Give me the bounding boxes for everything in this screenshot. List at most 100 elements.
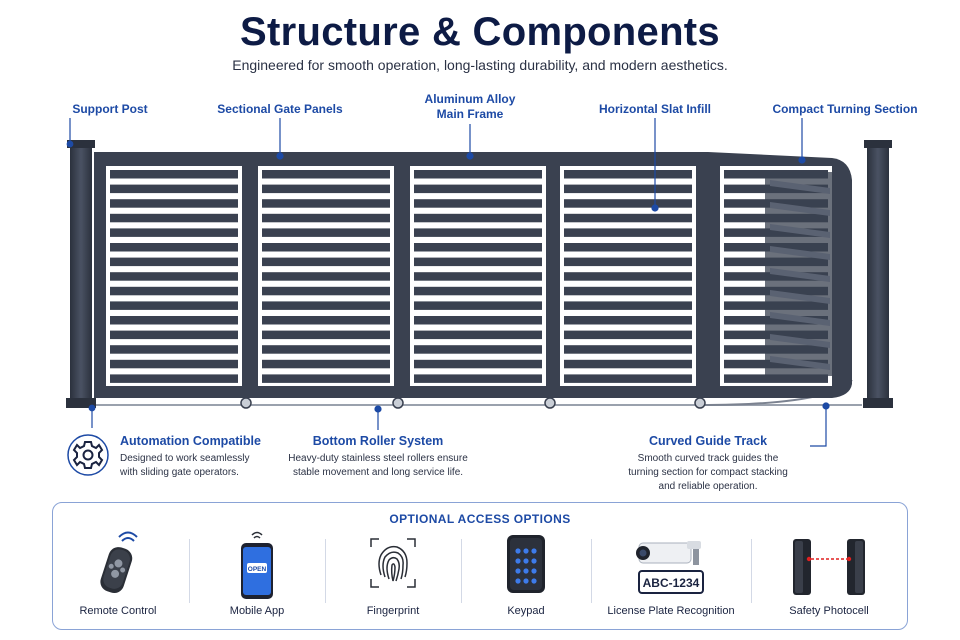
horizontal-slat — [564, 301, 692, 310]
horizontal-slat — [262, 286, 390, 296]
roller-wheel — [544, 397, 556, 409]
turning-slat-angled — [770, 202, 830, 216]
horizontal-slat — [414, 213, 542, 223]
option-divider — [751, 539, 752, 603]
keypad-key — [515, 568, 521, 574]
horizontal-slat — [110, 301, 238, 310]
horizontal-slat — [110, 184, 238, 194]
horizontal-slat — [414, 316, 542, 325]
turning-leader-dot — [798, 156, 806, 164]
option-keypad-label: Keypad — [507, 605, 545, 617]
horizontal-slat — [110, 374, 238, 383]
horizontal-slat — [564, 213, 692, 223]
horizontal-slat — [564, 184, 692, 194]
page-title: Structure & Components — [240, 10, 720, 54]
feature-automation-line2: with sliding gate operators. — [120, 467, 239, 478]
slat-leader-dot — [651, 204, 659, 212]
access-options-title: OPTIONAL ACCESS OPTIONS — [389, 512, 571, 526]
frame-leader-dot — [466, 152, 474, 160]
turning-slat-angled — [770, 334, 830, 348]
bottom-rollers — [240, 397, 706, 409]
horizontal-slat — [262, 345, 390, 354]
horizontal-slat — [110, 228, 238, 237]
page-subtitle: Engineered for smooth operation, long-la… — [232, 57, 728, 73]
option-keypad[interactable]: Keypad — [461, 503, 591, 631]
horizontal-slat — [110, 199, 238, 208]
mobile-app-icon: OPEN — [241, 531, 273, 599]
callout-main-frame-line1: Aluminum Alloy — [424, 92, 516, 106]
remote-control-icon — [100, 531, 138, 594]
horizontal-slat — [414, 286, 542, 296]
feature-rollers-line2: stable movement and long service life. — [292, 467, 464, 478]
feature-automation-title: Automation Compatible — [120, 434, 261, 448]
option-remote-control[interactable]: Remote Control — [53, 503, 183, 631]
keypad-key — [523, 548, 529, 554]
horizontal-slat — [414, 374, 542, 383]
fingerprint-icon — [370, 538, 416, 588]
horizontal-slat — [414, 199, 542, 208]
option-divider — [325, 539, 326, 603]
horizontal-slat — [262, 359, 390, 369]
horizontal-slat — [414, 345, 542, 354]
horizontal-slat — [564, 199, 692, 208]
horizontal-slat — [564, 272, 692, 281]
turning-slat — [724, 374, 828, 383]
horizontal-slat — [262, 374, 390, 383]
keypad-key — [531, 578, 537, 584]
feature-track-desc: Smooth curved track guides the turning s… — [610, 452, 806, 494]
horizontal-slat — [110, 170, 238, 179]
feature-track-line2: turning section for compact stacking — [628, 467, 788, 478]
panels-leader-dot — [276, 152, 284, 160]
horizontal-slat — [262, 243, 390, 252]
feature-automation-desc: Designed to work seamlessly with sliding… — [120, 452, 250, 480]
turning-slat-angled — [770, 312, 830, 326]
gear-icon — [67, 434, 109, 476]
horizontal-slat — [262, 228, 390, 237]
callout-main-frame-line2: Main Frame — [436, 107, 504, 121]
option-photocell-label: Safety Photocell — [789, 605, 869, 617]
horizontal-slat — [262, 330, 390, 340]
horizontal-slat — [564, 243, 692, 252]
horizontal-slat — [262, 272, 390, 281]
option-fingerprint-label: Fingerprint — [366, 605, 420, 617]
keypad-key — [515, 578, 521, 584]
turning-slat-angled — [770, 290, 830, 304]
right-support-post — [863, 140, 893, 408]
keypad-key — [515, 548, 521, 554]
option-divider — [591, 539, 592, 603]
mobile-app-open-text: OPEN — [248, 566, 267, 573]
feature-rollers-desc: Heavy-duty stainless steel rollers ensur… — [270, 452, 486, 480]
option-fingerprint[interactable]: Fingerprint — [325, 503, 461, 631]
compact-turning-section — [708, 152, 852, 398]
option-lpr-label: License Plate Recognition — [607, 605, 735, 617]
callout-main-frame: Aluminum Alloy Main Frame — [400, 92, 540, 122]
keypad-key — [515, 558, 521, 564]
horizontal-slat — [110, 272, 238, 281]
horizontal-slat — [110, 257, 238, 267]
horizontal-slat — [110, 316, 238, 325]
left-support-post — [66, 140, 96, 408]
horizontal-slat — [262, 184, 390, 194]
callout-support-post: Support Post — [72, 102, 148, 116]
option-mobile-app[interactable]: OPEN Mobile App — [189, 503, 325, 631]
horizontal-slat — [414, 301, 542, 310]
horizontal-slat — [564, 316, 692, 325]
horizontal-slat — [262, 199, 390, 208]
callout-turning-section: Compact Turning Section — [772, 102, 918, 116]
keypad-icon — [507, 535, 545, 593]
option-divider — [189, 539, 190, 603]
horizontal-slat — [110, 286, 238, 296]
callout-sectional-panels: Sectional Gate Panels — [217, 102, 343, 116]
option-safety-photocell[interactable]: Safety Photocell — [751, 503, 907, 631]
horizontal-slat — [110, 243, 238, 252]
keypad-key — [523, 558, 529, 564]
feature-track-line3: and reliable operation. — [658, 481, 758, 492]
keypad-key — [531, 558, 537, 564]
feature-automation-line1: Designed to work seamlessly — [120, 453, 250, 464]
keypad-key — [531, 568, 537, 574]
option-license-plate[interactable]: ABC-1234 License Plate Recognition — [591, 503, 751, 631]
horizontal-slat — [262, 257, 390, 267]
keypad-key — [523, 568, 529, 574]
horizontal-slat — [564, 286, 692, 296]
turning-slat-angled — [770, 268, 830, 282]
